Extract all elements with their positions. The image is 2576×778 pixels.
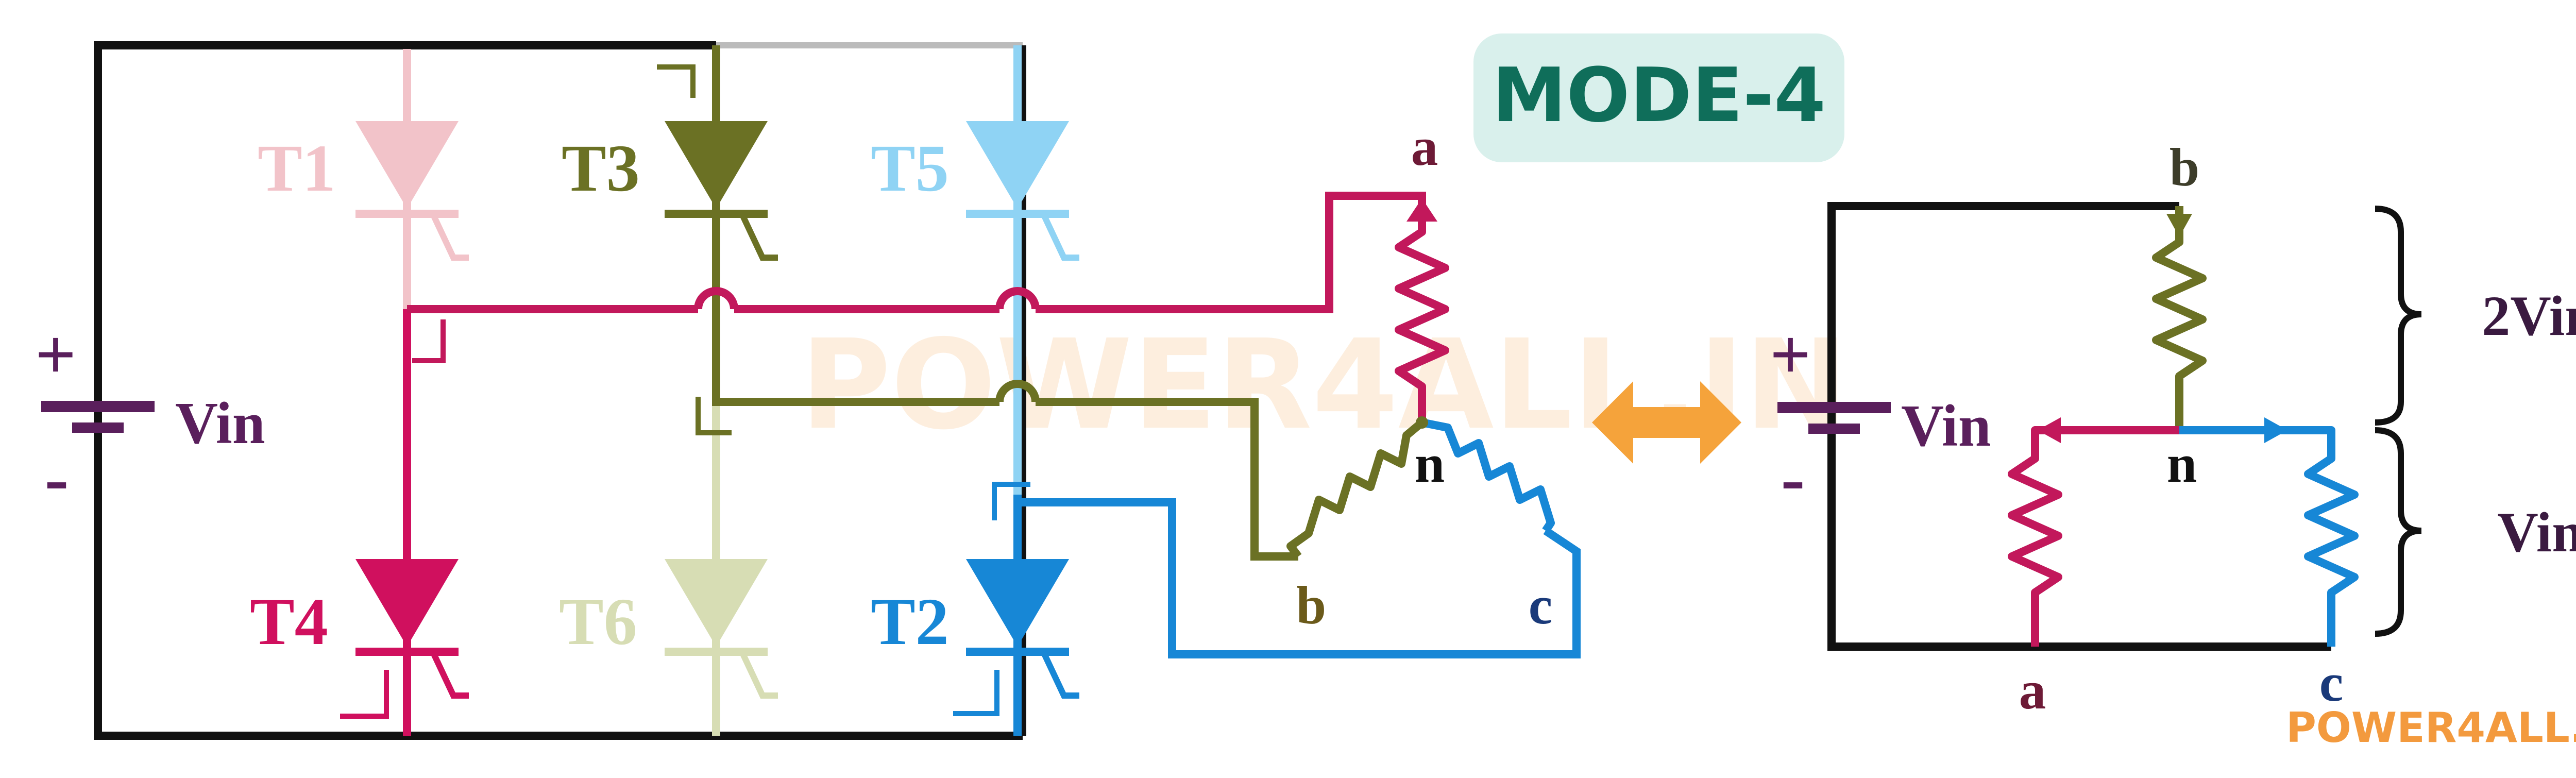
equivalent-node-c: c	[2319, 652, 2344, 713]
equivalent-battery-plus: +	[1770, 315, 1811, 395]
battery-symbol: + - Vin	[35, 315, 265, 518]
equivalent-battery: + - Vin	[1770, 315, 1991, 518]
load-node-c: c	[1529, 575, 1553, 635]
label-t5: T5	[871, 131, 949, 206]
voltage-label-upper: 2Vin/3	[2482, 284, 2576, 347]
footer-brand: POWER4ALL.IN	[2286, 704, 2576, 752]
equivalent-battery-label: Vin	[1901, 393, 1991, 459]
leg-1: T1 T4	[250, 49, 469, 736]
voltage-label-lower: Vin/3	[2497, 501, 2576, 564]
load-node-a: a	[1411, 116, 1438, 177]
voltage-braces	[2375, 206, 2422, 637]
equivalence-arrow	[1592, 381, 1741, 464]
equivalent-loads	[2008, 206, 2359, 647]
leg-2: T3 T6	[559, 45, 778, 736]
battery-label: Vin	[175, 391, 265, 456]
equivalent-battery-minus: -	[1781, 438, 1805, 518]
label-t1: T1	[258, 131, 336, 206]
phase-b-wire	[696, 309, 1298, 561]
equivalent-node-n: n	[2167, 433, 2197, 494]
phase-c-wire	[1018, 498, 1581, 658]
label-t4: T4	[250, 585, 328, 659]
label-t2: T2	[871, 585, 949, 659]
mode-badge: MODE-4	[1473, 33, 1844, 162]
load-node-b: b	[1296, 575, 1326, 635]
star-load	[1286, 198, 1555, 559]
label-t3: T3	[562, 131, 640, 206]
equivalent-node-b: b	[2170, 137, 2199, 197]
mode-title: MODE-4	[1492, 52, 1826, 139]
battery-minus: -	[45, 438, 69, 518]
battery-plus: +	[35, 315, 76, 395]
label-t6: T6	[559, 585, 637, 659]
leg-3: T5 T2	[871, 45, 1079, 736]
load-node-n: n	[1415, 433, 1445, 494]
equivalent-node-a: a	[2019, 660, 2046, 720]
